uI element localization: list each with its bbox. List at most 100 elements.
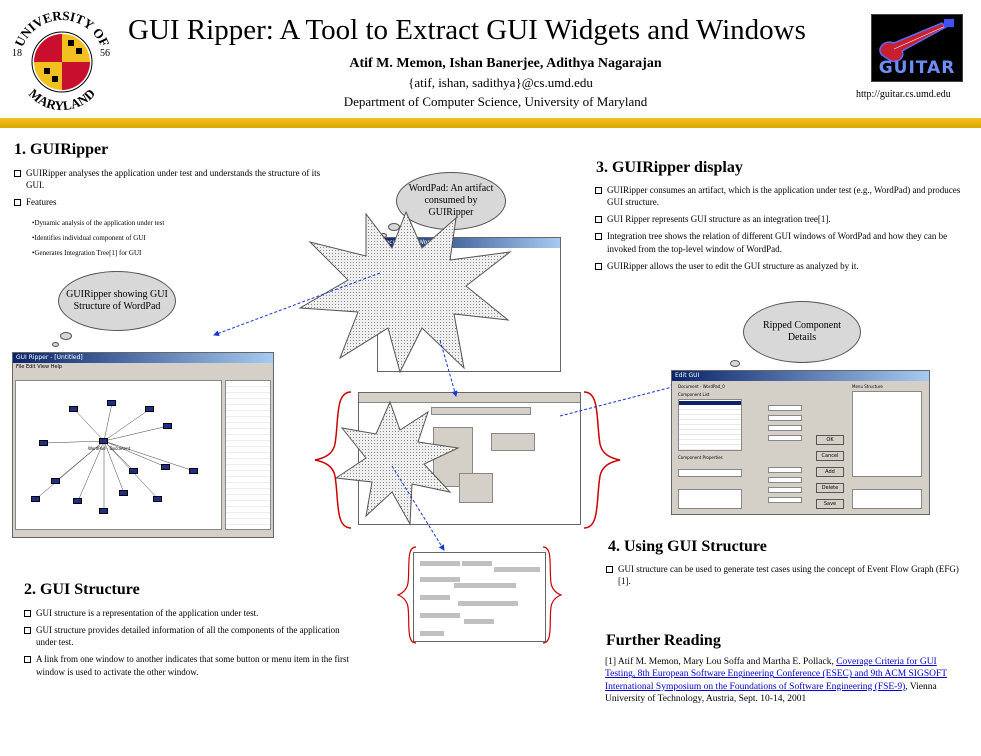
menu-structure-field[interactable]	[852, 489, 922, 509]
poster-department: Department of Computer Science, Universi…	[343, 94, 648, 109]
reference-link[interactable]: Coverage Criteria for GUI Testing, 8th E…	[605, 657, 948, 692]
poster-header: UNIVERSITY OF MARYLAND 18 56 GUI Ripper:…	[0, 0, 981, 118]
delete-button[interactable]: Delete	[816, 483, 844, 493]
section1-bullet: GUIRipper analyses the application under…	[14, 167, 329, 191]
section3-bullet: GUIRipper allows the user to edit the GU…	[595, 260, 965, 272]
cloud-callout-structure: GUIRipper showing GUI Structure of WordP…	[58, 271, 176, 331]
save-button[interactable]: Save	[816, 499, 844, 509]
tree-node[interactable]	[129, 468, 138, 474]
edit-gui-title: Edit GUI	[672, 371, 929, 381]
edit-gui-label: Component List	[678, 392, 710, 397]
section1-bullets: GUIRipper analyses the application under…	[14, 167, 329, 213]
section4-bullet: GUI structure can be used to generate te…	[606, 563, 966, 587]
poster-title: GUI Ripper: A Tool to Extract GUI Widget…	[128, 14, 806, 46]
header-divider-bar	[0, 118, 981, 128]
component-list-box[interactable]	[678, 399, 742, 451]
integration-tree-graph	[35, 402, 195, 511]
feature-item: •Generates Integration Tree[1] for GUI	[32, 249, 142, 258]
section1-bullet: Features	[14, 196, 329, 208]
add-button[interactable]: Add	[816, 467, 844, 477]
x-field[interactable]	[768, 425, 802, 431]
brace-right	[583, 391, 621, 529]
feature-item: •Dynamic analysis of the application und…	[32, 219, 165, 227]
section2-bullet: GUI structure provides detailed informat…	[24, 624, 349, 648]
ripper-property-list	[225, 380, 271, 530]
tree-node[interactable]	[69, 406, 78, 412]
further-reading-title: Further Reading	[606, 632, 721, 649]
width-field[interactable]	[768, 405, 802, 411]
gui-ripper-window: GUI Ripper - [Untitled] File Edit View H…	[12, 352, 274, 538]
edit-gui-dialog: Edit GUI Document - WordPad_0 Component …	[671, 370, 930, 515]
property-text-area[interactable]	[678, 489, 742, 509]
section3-bullets: GUIRipper consumes an artifact, which is…	[595, 184, 965, 277]
guitar-url-link[interactable]: http://guitar.cs.umd.edu	[856, 89, 951, 100]
menu-structure-tree[interactable]	[852, 391, 922, 477]
y-field[interactable]	[768, 435, 802, 441]
reference-authors: [1] Atif M. Memon, Mary Lou Soffa and Ma…	[605, 657, 837, 667]
tree-node[interactable]	[119, 490, 128, 496]
section2-bullets: GUI structure is a representation of the…	[24, 607, 349, 683]
ripper-tree-canvas: WordPad - Document	[15, 380, 222, 530]
tree-node[interactable]	[31, 496, 40, 502]
guitar-logo-text: GUITAR	[878, 58, 956, 78]
reference-entry: [1] Atif M. Memon, Mary Lou Soffa and Ma…	[605, 656, 967, 705]
guitar-icon	[879, 19, 954, 63]
edit-gui-label: Document - WordPad_0	[678, 384, 725, 389]
brace-right-small	[542, 546, 563, 644]
height-field[interactable]	[768, 415, 802, 421]
feature-item: •Identifies individual component of GUI	[32, 234, 146, 243]
tree-node[interactable]	[163, 423, 172, 429]
width-field[interactable]	[768, 467, 802, 473]
tree-node[interactable]	[161, 464, 170, 470]
cloud-tail	[730, 360, 740, 367]
ripper-window-title: GUI Ripper - [Untitled]	[13, 353, 273, 363]
efg-screenshot	[413, 552, 546, 642]
section2-bullet: A link from one window to another indica…	[24, 653, 349, 677]
guitar-logo: GUITAR	[871, 14, 963, 82]
umd-seal-year-right: 56	[100, 48, 110, 59]
tree-node[interactable]	[51, 478, 60, 484]
starburst-wordpad	[298, 210, 512, 374]
edit-gui-label: Component Properties	[678, 455, 723, 460]
section2-bullet: GUI structure is a representation of the…	[24, 607, 349, 619]
section2-title: 2. GUI Structure	[24, 581, 140, 598]
tree-node[interactable]	[189, 468, 198, 474]
section1-title: 1. GUIRipper	[14, 141, 109, 158]
section4-title: 4. Using GUI Structure	[608, 538, 767, 555]
section3-title: 3. GUIRipper display	[596, 159, 743, 176]
height-field[interactable]	[768, 477, 802, 483]
poster-emails: {atif, ishan, sadithya}@cs.umd.edu	[408, 75, 593, 90]
tree-node[interactable]	[39, 440, 48, 446]
tree-node[interactable]	[145, 406, 154, 412]
tree-node[interactable]	[73, 498, 82, 504]
tree-root-label: WordPad - Document	[88, 446, 131, 451]
cloud-callout-wordpad: WordPad: An artifact consumed by GUIRipp…	[396, 172, 506, 230]
x-field[interactable]	[768, 487, 802, 493]
section3-bullet: GUIRipper consumes an artifact, which is…	[595, 184, 965, 208]
cloud-tail	[60, 332, 72, 340]
umd-seal-logo: UNIVERSITY OF MARYLAND 18 56	[12, 8, 113, 114]
tree-node-root[interactable]	[99, 438, 108, 444]
y-field[interactable]	[768, 497, 802, 503]
cloud-tail	[52, 342, 59, 347]
selected-list-row	[679, 401, 741, 405]
reference-venue: , Vienna University of Technology, Austr…	[605, 681, 937, 705]
property-field[interactable]	[678, 469, 742, 477]
ok-button[interactable]: OK	[816, 435, 844, 445]
section1-features: •Dynamic analysis of the application und…	[32, 219, 232, 264]
starburst-menu	[334, 400, 460, 526]
cloud-tail	[388, 223, 400, 231]
section3-bullet: GUI Ripper represents GUI structure as a…	[595, 213, 965, 225]
brace-left	[314, 391, 352, 529]
tree-node[interactable]	[107, 400, 116, 406]
brace-left-small	[396, 546, 417, 644]
cloud-callout-ripped: Ripped Component Details	[743, 301, 861, 363]
tree-node[interactable]	[99, 508, 108, 514]
cancel-button[interactable]: Cancel	[816, 451, 844, 461]
poster-authors: Atif M. Memon, Ishan Banerjee, Adithya N…	[349, 56, 662, 71]
tree-node[interactable]	[153, 496, 162, 502]
umd-seal-year-left: 18	[12, 48, 22, 59]
ripper-window-menu: File Edit View Help	[16, 364, 63, 370]
section4-bullets: GUI structure can be used to generate te…	[606, 563, 966, 592]
